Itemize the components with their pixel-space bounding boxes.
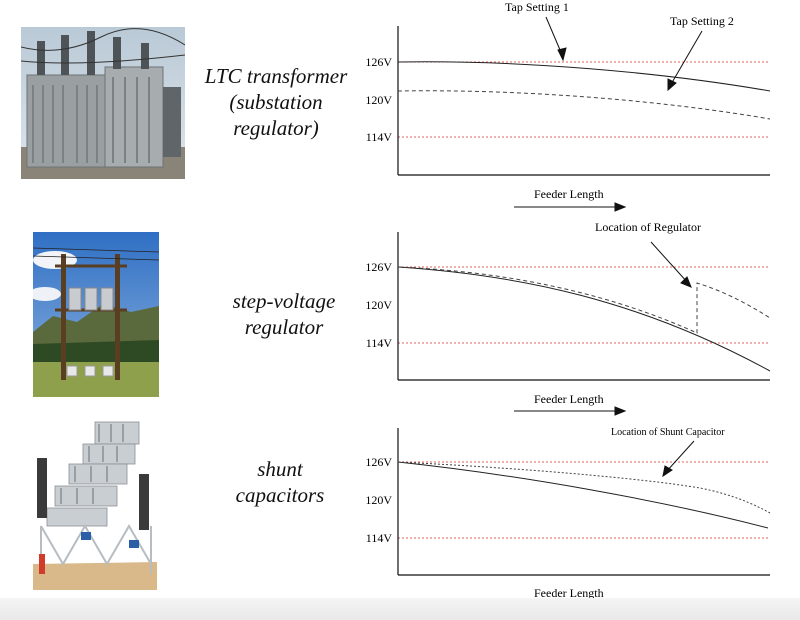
shunt-annotation-location-of-shunt-capacitor: Location of Shunt Capacitor: [611, 427, 725, 438]
svr-tick-114v: 114V: [366, 336, 393, 350]
ltc-tap-setting-1-curve: [397, 61, 771, 92]
shunt-with-capacitor-curve: [397, 461, 771, 514]
ltc-x-axis-label: Feeder Length: [534, 187, 604, 201]
shunt-capacitor-bank-photo: [33, 414, 157, 590]
ltc-label-line-3: regulator): [233, 116, 319, 140]
ltc-transformer-label: LTC transformer (substation regulator): [196, 63, 356, 141]
ltc-label-line-1: LTC transformer: [204, 64, 348, 88]
shunt-label-line-1: shunt: [257, 457, 303, 481]
shunt-label-line-2: capacitors: [235, 483, 325, 507]
shunt-tick-120v: 120V: [365, 493, 392, 507]
step-voltage-regulator-photo: [33, 232, 159, 397]
shunt-tick-126v: 126V: [365, 455, 392, 469]
ltc-label-line-2: (substation: [229, 90, 323, 114]
svr-label-line-1: step-voltage: [232, 289, 336, 313]
shunt-x-axis-label: Feeder Length: [534, 586, 604, 600]
shunt-tick-114v: 114V: [366, 531, 393, 545]
shunt-capacitors-label: shunt capacitors: [210, 456, 350, 508]
shunt-limit-lines: [398, 461, 770, 539]
ltc-tick-120v: 120V: [365, 93, 392, 107]
svr-annotation-location-of-regulator: Location of Regulator: [595, 220, 701, 234]
step-voltage-regulator-label: step-voltage regulator: [214, 288, 354, 340]
ltc-tick-114v: 114V: [366, 130, 393, 144]
shunt-without-capacitor-curve: [397, 461, 769, 529]
slide-bottom-band: [0, 598, 800, 620]
ltc-annotation-arrow-1: [545, 16, 567, 62]
ltc-tap-setting-2-curve: [397, 90, 771, 120]
svr-unregulated-curve: [397, 266, 771, 372]
svr-x-axis-label: Feeder Length: [534, 392, 604, 406]
shunt-annotation-arrow: [662, 440, 695, 478]
ltc-tick-126v: 126V: [365, 55, 392, 69]
ltc-annotation-arrow-2: [667, 30, 703, 92]
svr-regulated-curve: [397, 266, 771, 334]
ltc-x-axis-arrow: [514, 202, 627, 212]
ltc-annotation-tap-setting-2: Tap Setting 2: [670, 14, 734, 28]
svr-label-line-2: regulator: [244, 315, 324, 339]
svr-tick-126v: 126V: [365, 260, 392, 274]
svr-limit-lines: [398, 266, 770, 344]
svr-x-axis-arrow: [514, 406, 627, 416]
svr-tick-120v: 120V: [365, 298, 392, 312]
ltc-annotation-tap-setting-1: Tap Setting 1: [505, 0, 569, 14]
svr-annotation-arrow: [650, 241, 692, 288]
ltc-transformer-photo: [21, 27, 185, 179]
